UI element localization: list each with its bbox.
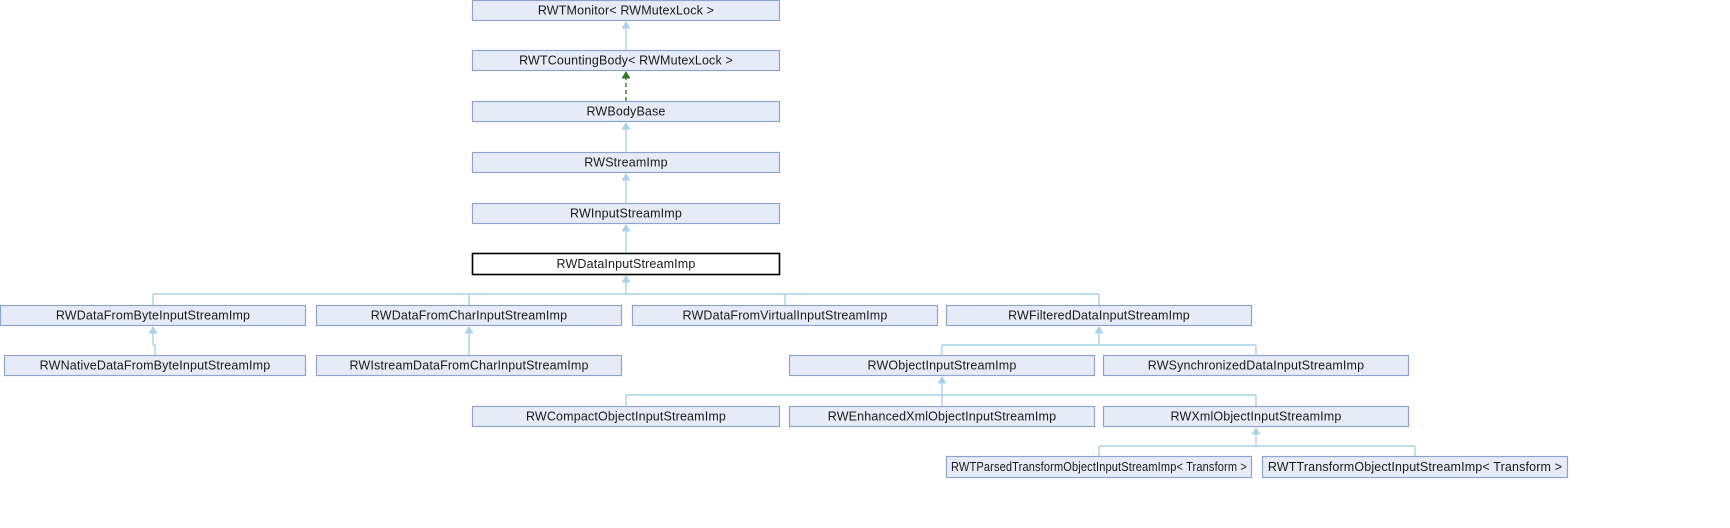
class-node[interactable]: RWDataFromByteInputStreamImp — [0, 304, 307, 327]
class-node-box[interactable] — [1102, 405, 1410, 428]
class-node-label: RWDataFromCharInputStreamImp — [371, 308, 567, 322]
class-node[interactable]: RWFilteredDataInputStreamImp — [945, 304, 1253, 327]
inheritance-arrowhead — [621, 224, 631, 232]
class-node-label: RWCompactObjectInputStreamImp — [526, 409, 726, 423]
inheritance-arrowhead — [148, 326, 158, 334]
class-node-box[interactable] — [945, 455, 1253, 479]
class-node[interactable]: RWTTransformObjectInputStreamImp< Transf… — [1261, 455, 1569, 479]
class-node-box[interactable] — [471, 0, 781, 22]
inheritance-arrowhead — [621, 122, 631, 130]
class-node[interactable]: RWNativeDataFromByteInputStreamImp — [3, 354, 307, 377]
edge-layer — [148, 21, 1416, 456]
class-node-box[interactable] — [315, 354, 623, 377]
inheritance-arrowhead — [621, 173, 631, 181]
class-node[interactable]: RWSynchronizedDataInputStreamImp — [1102, 354, 1410, 377]
class-node-box[interactable] — [1102, 354, 1410, 377]
class-node[interactable]: RWTParsedTransformObjectInputStreamImp< … — [945, 455, 1253, 479]
class-node-box[interactable] — [788, 354, 1096, 377]
class-node-label: RWTCountingBody< RWMutexLock > — [519, 53, 733, 67]
class-node-label: RWTParsedTransformObjectInputStreamImp< … — [951, 460, 1247, 474]
class-node-label: RWDataInputStreamImp — [557, 257, 696, 271]
class-node-label: RWObjectInputStreamImp — [868, 358, 1017, 372]
class-node-box[interactable] — [471, 405, 781, 428]
class-node-box[interactable] — [0, 304, 307, 327]
class-node-box[interactable] — [471, 202, 781, 225]
class-node-box[interactable] — [631, 304, 939, 327]
class-node[interactable]: RWXmlObjectInputStreamImp — [1102, 405, 1410, 428]
class-node[interactable]: RWInputStreamImp — [471, 202, 781, 225]
class-node[interactable]: RWDataInputStreamImp — [471, 252, 781, 276]
class-node-box[interactable] — [471, 252, 781, 276]
class-node-box[interactable] — [471, 100, 781, 123]
class-node-label: RWDataFromByteInputStreamImp — [56, 308, 250, 322]
node-layer: RWTMonitor< RWMutexLock > RWTCountingBody… — [0, 0, 1569, 479]
class-node-box[interactable] — [1261, 455, 1569, 479]
class-node[interactable]: RWDataFromCharInputStreamImp — [315, 304, 623, 327]
class-node-label: RWIstreamDataFromCharInputStreamImp — [349, 358, 588, 372]
class-node-box[interactable] — [3, 354, 307, 377]
class-node-label: RWSynchronizedDataInputStreamImp — [1148, 358, 1364, 372]
class-node[interactable]: RWDataFromVirtualInputStreamImp — [631, 304, 939, 327]
class-node[interactable]: RWCompactObjectInputStreamImp — [471, 405, 781, 428]
class-node-label: RWStreamImp — [584, 155, 667, 169]
inheritance-arrowhead — [621, 71, 631, 79]
inheritance-arrowhead — [464, 326, 474, 334]
class-node-label: RWTTransformObjectInputStreamImp< Transf… — [1268, 460, 1562, 474]
class-node-label: RWBodyBase — [586, 104, 665, 118]
inheritance-arrowhead — [1251, 427, 1261, 435]
class-node-box[interactable] — [315, 304, 623, 327]
class-node-label: RWTMonitor< RWMutexLock > — [538, 3, 714, 17]
class-node[interactable]: RWTMonitor< RWMutexLock > — [471, 0, 781, 22]
class-node[interactable]: RWIstreamDataFromCharInputStreamImp — [315, 354, 623, 377]
class-node-label: RWFilteredDataInputStreamImp — [1008, 308, 1190, 322]
class-node[interactable]: RWStreamImp — [471, 151, 781, 174]
class-node-label: RWInputStreamImp — [570, 206, 682, 220]
inheritance-arrowhead — [937, 376, 947, 384]
class-node-box[interactable] — [945, 304, 1253, 327]
class-node[interactable]: RWObjectInputStreamImp — [788, 354, 1096, 377]
class-node[interactable]: RWBodyBase — [471, 100, 781, 123]
class-node-box[interactable] — [471, 49, 781, 72]
class-node-box[interactable] — [471, 151, 781, 174]
class-node[interactable]: RWTCountingBody< RWMutexLock > — [471, 49, 781, 72]
class-node-label: RWDataFromVirtualInputStreamImp — [683, 308, 888, 322]
inheritance-arrowhead — [621, 21, 631, 29]
class-node-label: RWEnhancedXmlObjectInputStreamImp — [828, 409, 1056, 423]
inheritance-arrowhead — [621, 275, 631, 283]
class-node-box[interactable] — [788, 405, 1096, 428]
class-node-label: RWXmlObjectInputStreamImp — [1171, 409, 1342, 423]
inheritance-arrowhead — [1094, 326, 1104, 334]
class-node-label: RWNativeDataFromByteInputStreamImp — [40, 358, 271, 372]
class-node[interactable]: RWEnhancedXmlObjectInputStreamImp — [788, 405, 1096, 428]
